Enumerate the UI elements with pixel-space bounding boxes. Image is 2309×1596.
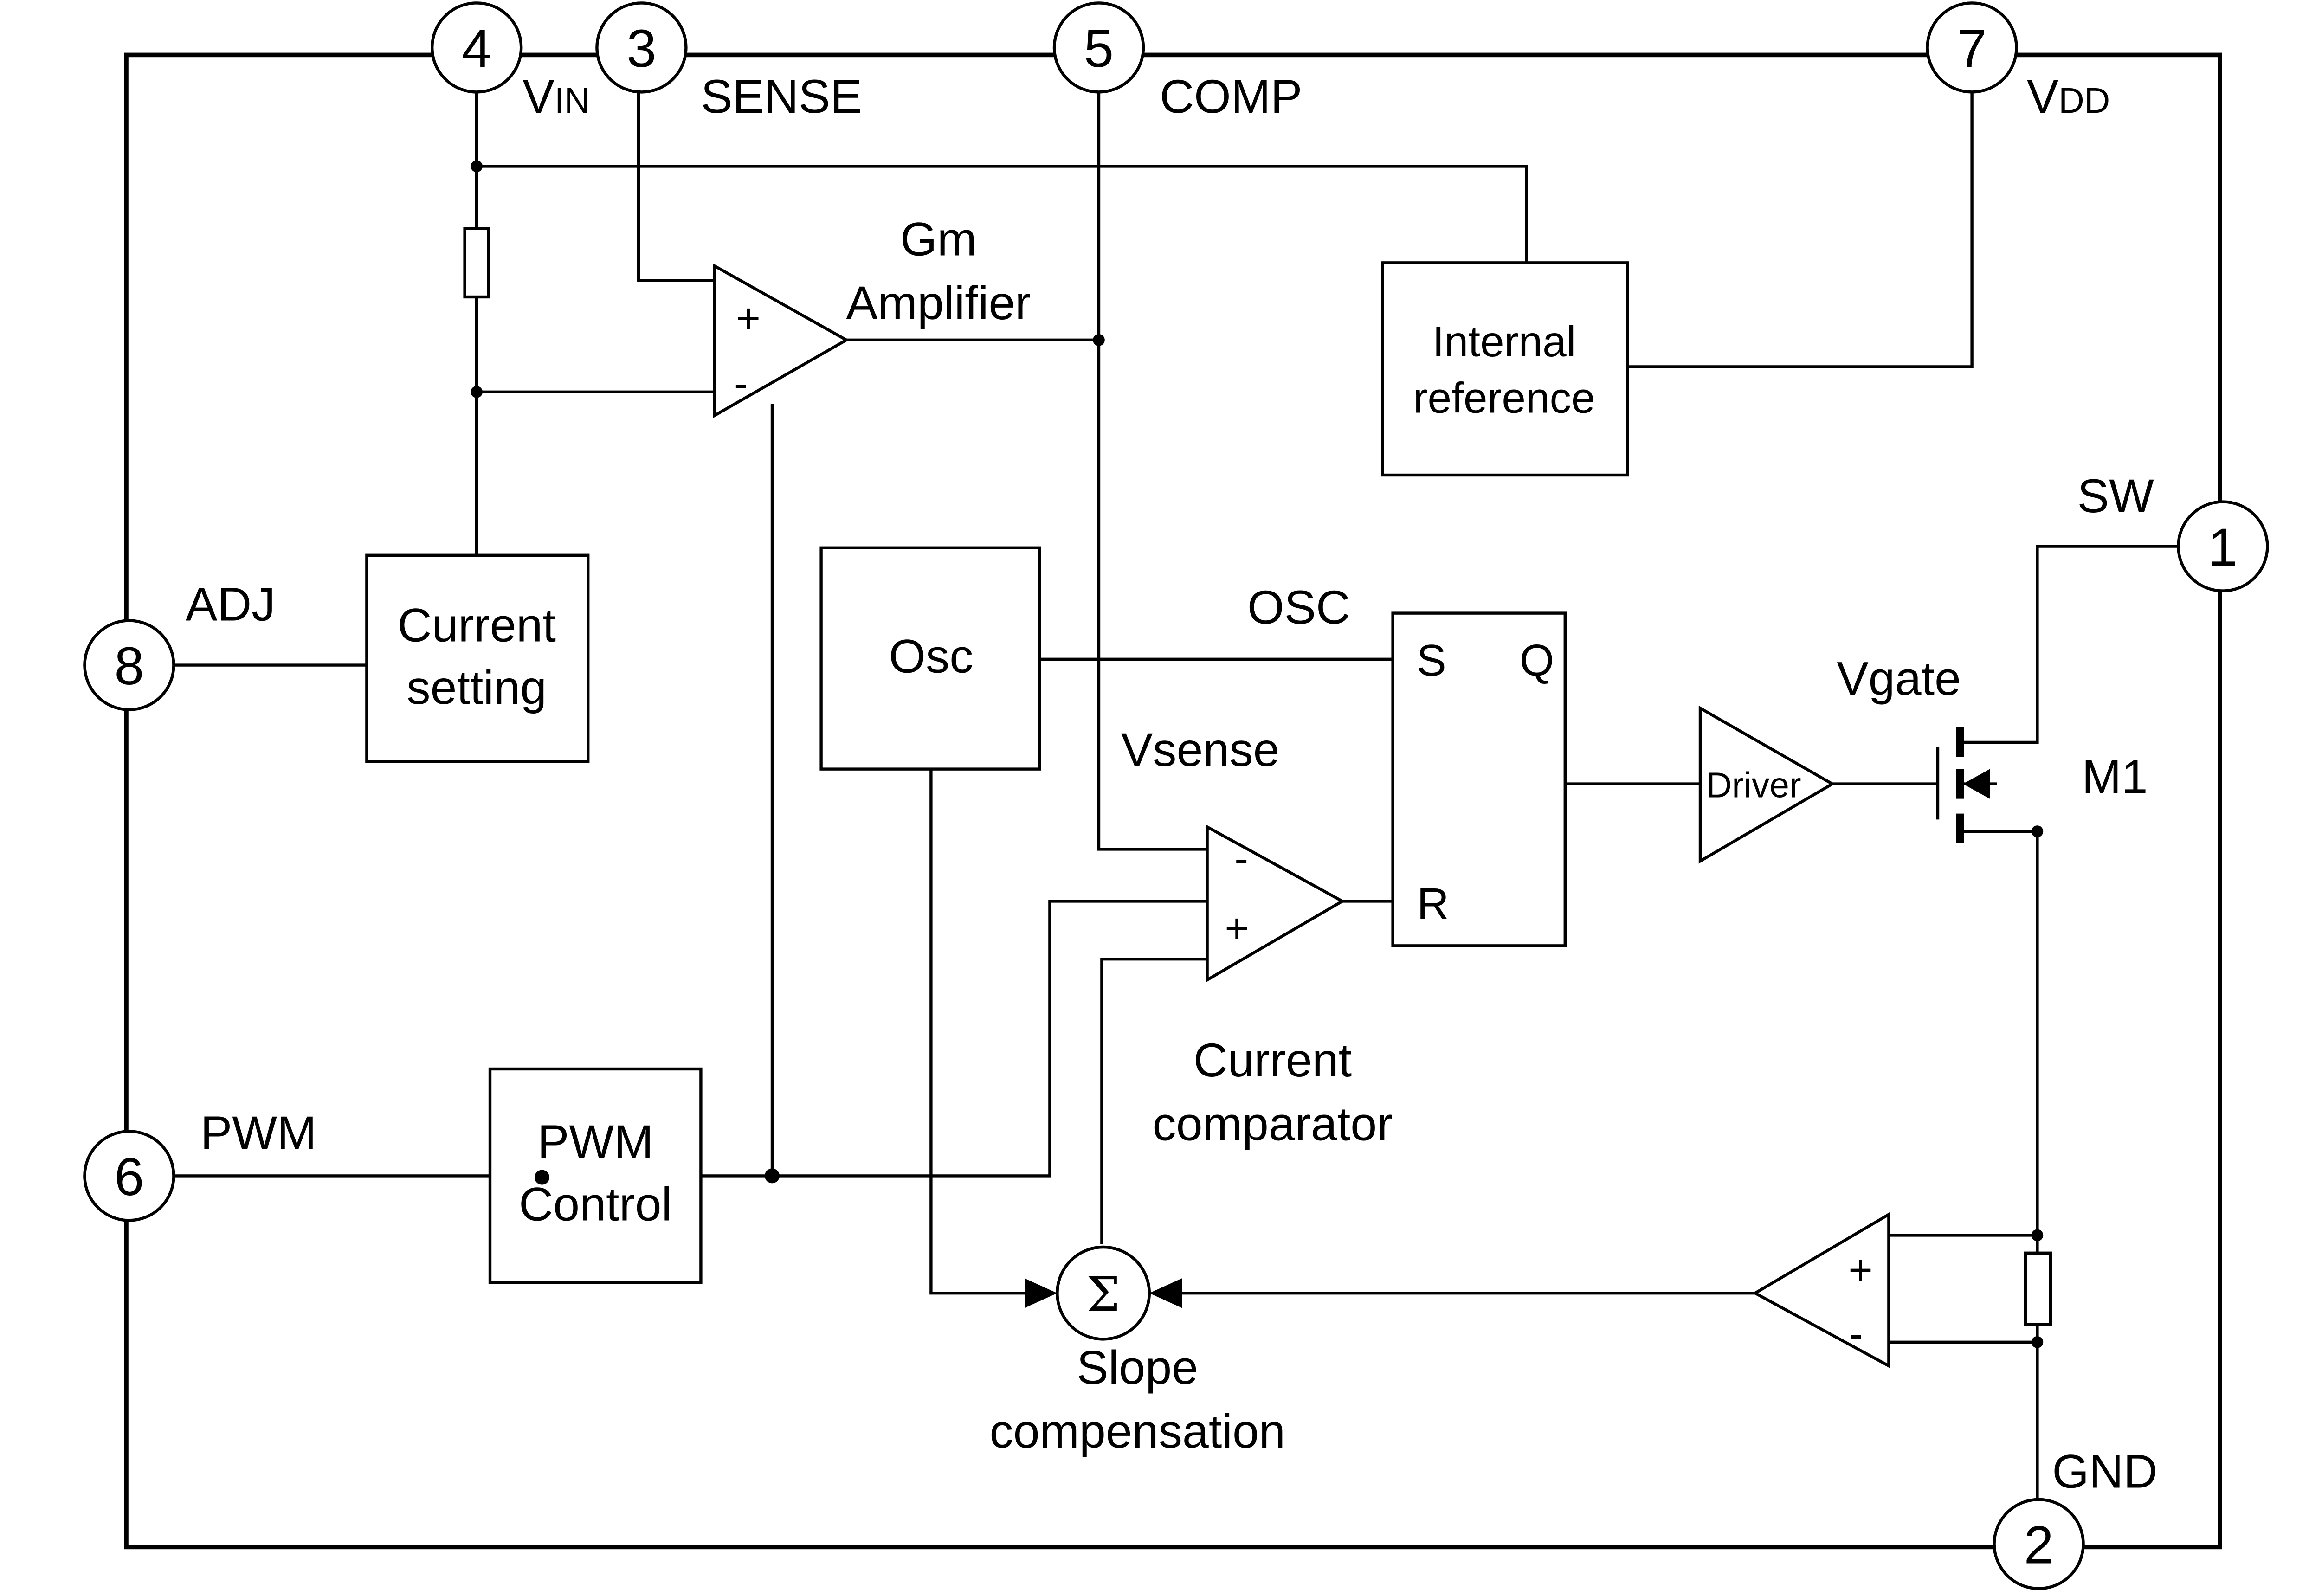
pwm-label: PWM xyxy=(200,1106,316,1159)
internal-reference-label-1: Internal xyxy=(1432,317,1576,366)
gnd-label: GND xyxy=(2052,1444,2158,1498)
sense-amp-minus-sign: - xyxy=(1849,1311,1863,1357)
pwm-control-dot xyxy=(535,1170,549,1185)
driver-label: Driver xyxy=(1706,765,1801,805)
pin-7: 7 xyxy=(1926,1,2018,94)
m1-label: M1 xyxy=(2082,750,2148,803)
oscillator-block xyxy=(819,546,1041,771)
vdd-label: VDD xyxy=(2027,70,2110,123)
current-comparator-label-1: Current xyxy=(1193,1033,1352,1087)
pin-1: 1 xyxy=(2177,500,2269,592)
svg-text:8: 8 xyxy=(114,637,144,696)
gm-amplifier xyxy=(713,263,850,418)
current-sense-resistor xyxy=(2024,1251,2052,1326)
pin-5: 5 xyxy=(1052,1,1145,94)
pin-3: 3 xyxy=(595,1,688,94)
svg-text:4: 4 xyxy=(462,19,491,78)
vin-sense-resistor xyxy=(463,227,490,299)
sr-latch-r: R xyxy=(1417,879,1449,929)
pin-2: 2 xyxy=(1993,1498,2085,1590)
sw-label: SW xyxy=(2077,469,2154,522)
wires xyxy=(175,92,2179,1499)
sense-label: SENSE xyxy=(701,70,862,123)
pin-6: 6 xyxy=(83,1130,175,1222)
pwm-control-block xyxy=(488,1067,703,1284)
svg-text:6: 6 xyxy=(114,1147,144,1207)
gm-minus-sign: - xyxy=(734,360,748,407)
gm-amplifier-label-1: Gm xyxy=(900,212,977,265)
comparator-plus-sign: + xyxy=(1225,905,1249,952)
mosfet-arrow-icon xyxy=(1963,769,1990,799)
current-setting-label-2: setting xyxy=(406,661,547,714)
oscillator-label: Osc xyxy=(889,630,973,683)
svg-text:2: 2 xyxy=(2024,1516,2054,1575)
comp-label: COMP xyxy=(1160,70,1302,123)
current-comparator xyxy=(1206,824,1346,983)
sigma-right-arrow-icon xyxy=(1149,1278,1182,1308)
svg-text:7: 7 xyxy=(1957,19,1987,78)
sr-latch-block xyxy=(1391,611,1567,947)
current-setting-label-1: Current xyxy=(397,598,555,651)
current-comparator-label-2: comparator xyxy=(1152,1097,1393,1151)
vsense-label: Vsense xyxy=(1121,723,1280,776)
sigma-icon: Σ xyxy=(1086,1268,1120,1323)
internal-reference-block xyxy=(1381,261,1629,477)
ic-outline xyxy=(124,52,2222,1550)
current-sense-amplifier xyxy=(1752,1212,1890,1369)
slope-compensation-label-1: Slope xyxy=(1077,1340,1198,1394)
pwm-control-label-2: Control xyxy=(519,1177,672,1230)
osc-label: OSC xyxy=(1247,580,1350,634)
internal-reference-label-2: reference xyxy=(1413,374,1595,422)
sr-latch-s: S xyxy=(1417,636,1446,685)
sigma-left-arrow-icon xyxy=(1025,1278,1058,1308)
vin-label: VIN xyxy=(522,70,590,123)
adj-label: ADJ xyxy=(186,578,275,631)
pwm-control-label-1: PWM xyxy=(537,1115,653,1168)
sr-latch-q: Q xyxy=(1520,636,1554,685)
pin-8: 8 xyxy=(83,619,175,711)
comparator-minus-sign: - xyxy=(1234,836,1248,882)
gm-amplifier-label-2: Amplifier xyxy=(846,276,1031,329)
current-setting-block xyxy=(365,553,590,763)
svg-text:1: 1 xyxy=(2208,518,2238,577)
svg-text:5: 5 xyxy=(1084,19,1114,78)
slope-compensation-label-2: compensation xyxy=(989,1404,1285,1458)
pin-4: 4 xyxy=(431,1,523,94)
driver xyxy=(1698,705,1836,864)
gm-plus-sign: + xyxy=(736,295,761,341)
vgate-label: Vgate xyxy=(1837,652,1961,705)
sense-amp-plus-sign: + xyxy=(1848,1247,1872,1293)
junction-dots xyxy=(471,160,2044,1348)
svg-text:3: 3 xyxy=(626,19,656,78)
